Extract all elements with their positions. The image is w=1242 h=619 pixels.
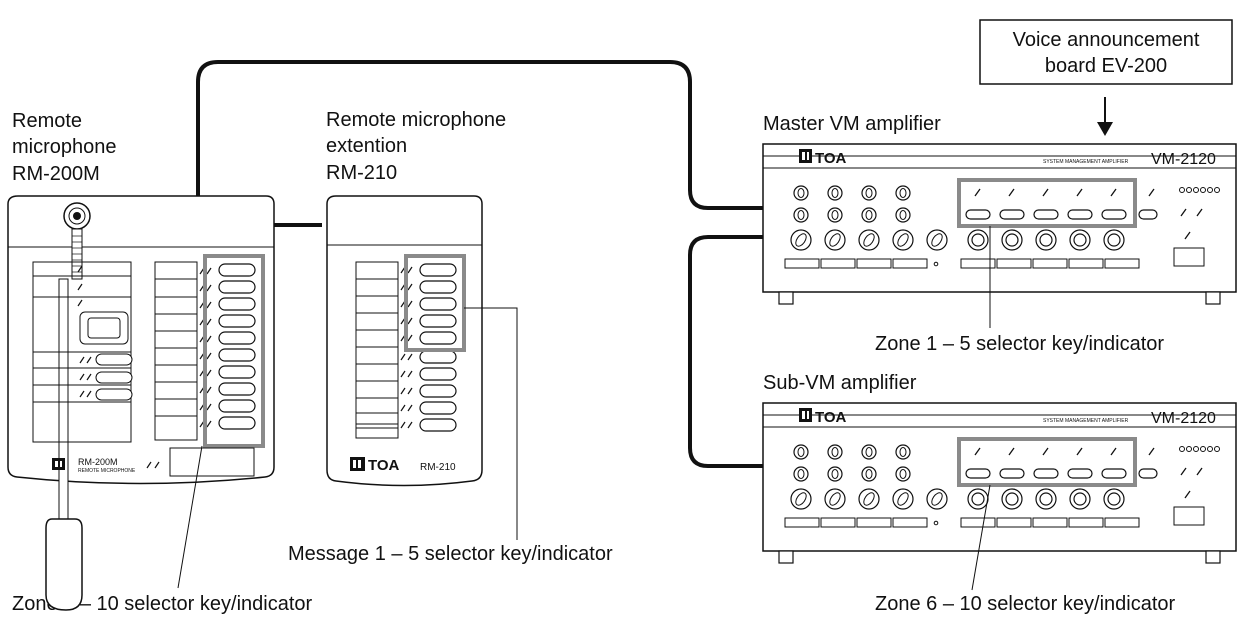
- master-zone-leds: [974, 188, 1155, 197]
- leader-zone-rm: [177, 445, 203, 589]
- sub-amp: TOA SYSTEM MANAGEMENT AMPLIFIER VM-2120: [762, 402, 1237, 564]
- master-brand: TOA: [815, 150, 847, 167]
- toa-logo-icon: [52, 458, 65, 470]
- label-rm210-line2: extention: [326, 135, 407, 157]
- toa-logo-icon: [350, 457, 365, 471]
- sub-zone-leds: [974, 447, 1155, 456]
- label-zone-sub: Zone 6 – 10 selector key/indicator: [875, 593, 1176, 615]
- master-knobs-small-inner: [797, 188, 907, 220]
- master-bottom-bar: [784, 258, 1140, 269]
- sub-knobs-small: [793, 444, 911, 482]
- rm210-device: TOA RM-210: [326, 195, 483, 487]
- sub-output-knobs: [967, 488, 1125, 510]
- toa-logo-icon: [799, 149, 812, 163]
- sub-brand: TOA: [815, 409, 847, 426]
- cable-rm200m-master: [196, 60, 763, 210]
- master-status-leds: [1179, 187, 1220, 193]
- label-rm200m-line3: RM-200M: [12, 163, 100, 185]
- sub-display: [1173, 506, 1205, 526]
- leader-lines: [177, 226, 991, 591]
- label-master-amp: Master VM amplifier: [763, 113, 941, 135]
- sub-right-leds: [1180, 467, 1203, 499]
- master-knobs-small: [793, 185, 911, 223]
- rm210-model: RM-210: [420, 462, 456, 473]
- ev200-box: Voice announcement board EV-200: [979, 19, 1233, 136]
- sub-zone-keys: [965, 468, 1158, 479]
- ev200-arrow-head: [1097, 122, 1113, 136]
- toa-logo-icon: [799, 408, 812, 422]
- sub-caption: SYSTEM MANAGEMENT AMPLIFIER: [1043, 418, 1129, 424]
- rm200m-caption: REMOTE MICROPHONE: [78, 468, 136, 474]
- sub-knobs-small-inner: [797, 447, 907, 479]
- ev200-line2: board EV-200: [1045, 55, 1167, 77]
- master-output-knobs: [967, 229, 1125, 251]
- master-zone-highlight: [957, 178, 1137, 228]
- label-rm200m-line2: microphone: [12, 136, 117, 158]
- labels: Remote microphone RM-200M Remote microph…: [12, 109, 1176, 615]
- microphone-icon: [45, 202, 91, 611]
- sub-status-leds: [1179, 446, 1220, 452]
- label-zone-master: Zone 1 – 5 selector key/indicator: [875, 333, 1164, 355]
- sub-knobs-large-inner: [795, 492, 943, 506]
- master-model: VM-2120: [1151, 151, 1216, 168]
- rm210-message-highlight: [404, 254, 466, 352]
- master-knobs-large-inner: [795, 233, 943, 247]
- rm210-keys: [419, 263, 457, 432]
- rm200m-device: RM-200M REMOTE MICROPHONE: [7, 195, 275, 611]
- rm200m-bottom-leds: [146, 461, 160, 469]
- ev200-line1: Voice announcement: [1013, 29, 1200, 51]
- rm200m-right-grid: [154, 261, 198, 441]
- label-sub-amp: Sub-VM amplifier: [763, 372, 917, 394]
- cables: [196, 60, 763, 468]
- label-zone-rm: Zone 1 – 10 selector key/indicator: [12, 593, 313, 615]
- sub-bottom-bar: [784, 517, 1140, 528]
- rm210-grid: [355, 261, 399, 439]
- cable-master-sub: [688, 235, 763, 468]
- leader-message: [464, 307, 518, 540]
- label-rm210-line1: Remote microphone: [326, 109, 506, 131]
- rm200m-zone-keys: [218, 263, 256, 430]
- label-rm200m-line1: Remote: [12, 110, 82, 132]
- master-amp: TOA SYSTEM MANAGEMENT AMPLIFIER VM-2120: [762, 143, 1237, 305]
- master-caption: SYSTEM MANAGEMENT AMPLIFIER: [1043, 159, 1129, 165]
- label-rm210-line3: RM-210: [326, 162, 397, 184]
- sub-model: VM-2120: [1151, 410, 1216, 427]
- rm200m-bottom-panel: [169, 447, 255, 477]
- label-message: Message 1 – 5 selector key/indicator: [288, 543, 613, 565]
- sub-zone-highlight: [957, 437, 1137, 487]
- rm200m-left-keys: [95, 353, 133, 401]
- leader-zone-sub: [971, 484, 991, 591]
- master-display: [1173, 247, 1205, 267]
- rm200m-model: RM-200M: [78, 457, 118, 467]
- rm200m-left-grid: [32, 261, 132, 443]
- master-zone-keys: [965, 209, 1158, 220]
- rm200m-zone-highlight: [203, 254, 265, 448]
- rm200m-left-leds: [77, 265, 92, 398]
- master-right-leds: [1180, 208, 1203, 240]
- rm210-brand: TOA: [368, 457, 400, 474]
- rm210-leds: [400, 266, 413, 429]
